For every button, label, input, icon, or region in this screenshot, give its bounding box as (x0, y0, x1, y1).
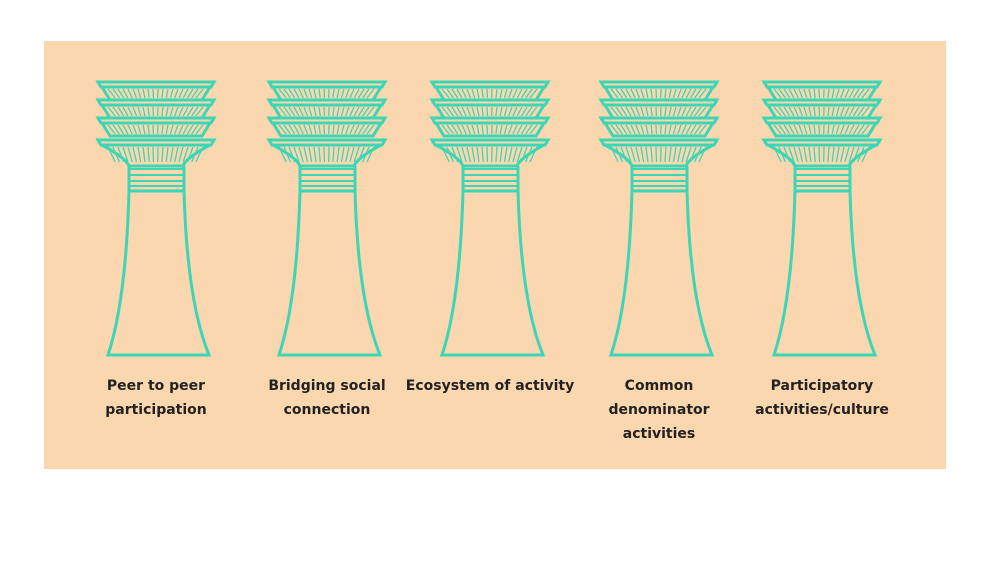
pillar-label-4: Common denominator activities (608, 378, 710, 442)
pillar-1 (95, 80, 217, 357)
pillar-3 (429, 80, 551, 357)
diagram-panel: Peer to peer participation Bridging soci… (44, 41, 946, 469)
pillar-label-1: Peer to peer participation (105, 378, 207, 418)
pillar-5 (761, 80, 883, 357)
pillar-label-2: Bridging social connection (268, 378, 386, 418)
pillar-label-3: Ecosystem of activity (405, 378, 575, 394)
pillars-artwork (95, 80, 883, 357)
pillar-label-5: Participatory activities/culture (755, 378, 889, 418)
pillar-4 (598, 80, 720, 357)
pillar-2 (266, 80, 388, 357)
